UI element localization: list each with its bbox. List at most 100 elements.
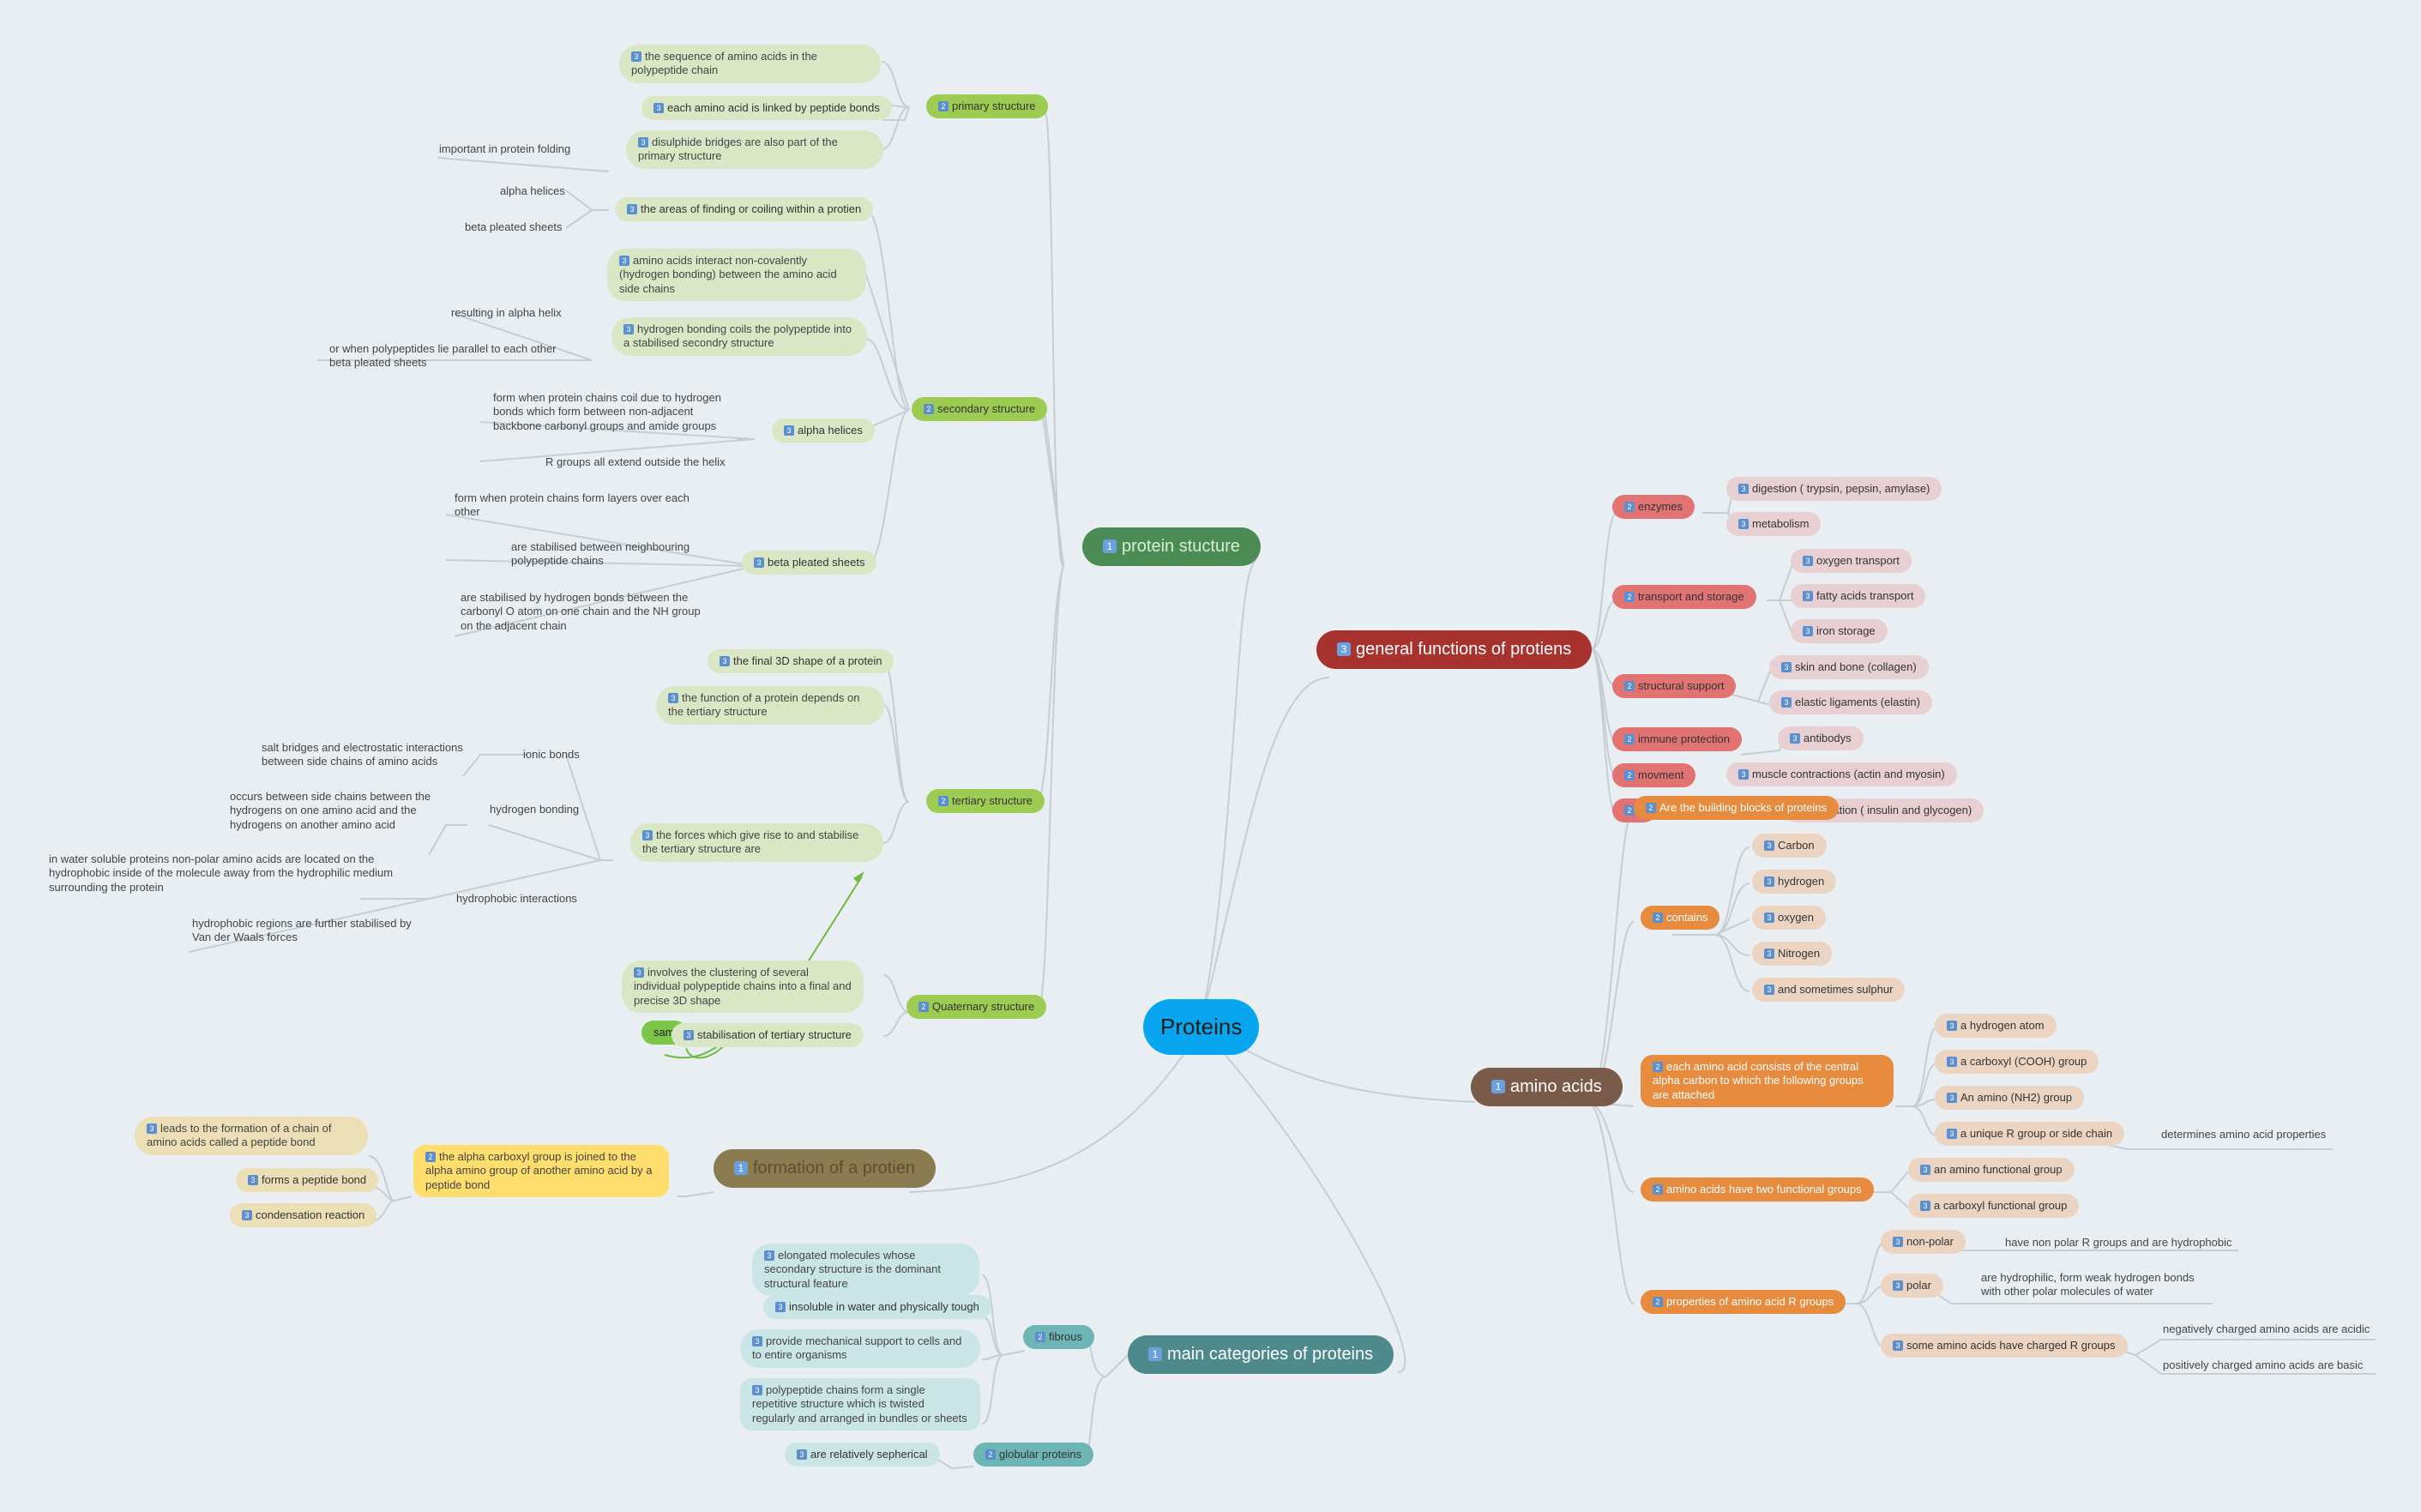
node-label: the areas of finding or coiling within a… bbox=[641, 202, 862, 215]
node-label: hydrogen bbox=[1778, 875, 1825, 888]
force-note[interactable]: occurs between side chains between the h… bbox=[230, 790, 431, 831]
force-hydrophobic[interactable]: hydrophobic interactions bbox=[456, 892, 577, 905]
rgroup-note[interactable]: negatively charged amino acids are acidi… bbox=[2163, 1322, 2370, 1335]
force-note[interactable]: salt bridges and electrostatic interacti… bbox=[262, 741, 463, 768]
primary-note[interactable]: important in protein folding bbox=[439, 142, 571, 155]
secondary-note[interactable]: or when polypeptides lie parallel to eac… bbox=[329, 342, 557, 370]
number-badge-icon: 3 bbox=[1947, 1021, 1957, 1031]
force-ionic[interactable]: ionic bonds bbox=[523, 748, 580, 761]
secondary-note[interactable]: resulting in alpha helix bbox=[451, 306, 562, 319]
node-label: Nitrogen bbox=[1778, 947, 1821, 960]
number-badge-icon: 2 bbox=[1653, 1184, 1663, 1195]
node-label: beta pleated sheets bbox=[768, 556, 865, 569]
alpha-note[interactable]: form when protein chains coil due to hyd… bbox=[493, 391, 721, 432]
rgroup-note[interactable]: have non polar R groups and are hydropho… bbox=[2005, 1236, 2232, 1249]
rgroup-note[interactable]: positively charged amino acids are basic bbox=[2163, 1358, 2364, 1371]
force-hydrogen[interactable]: hydrogen bonding bbox=[490, 803, 580, 816]
central-topic[interactable]: Proteins bbox=[1143, 999, 1260, 1055]
secondary-note[interactable]: alpha helices bbox=[500, 184, 565, 197]
r-group-note[interactable]: determines amino acid properties bbox=[2161, 1128, 2327, 1141]
number-badge-icon: 3 bbox=[631, 51, 641, 62]
force-note[interactable]: in water soluble proteins non-polar amin… bbox=[49, 852, 394, 894]
node-label: the function of a protein depends on the… bbox=[668, 691, 860, 719]
beta-note[interactable]: form when protein chains form layers ove… bbox=[455, 491, 690, 519]
number-badge-icon: 3 bbox=[1337, 642, 1351, 656]
node-label: a hydrogen atom bbox=[1960, 1019, 2045, 1032]
number-badge-icon: 2 bbox=[918, 1002, 929, 1012]
rgroup-note[interactable]: are hydrophilic, form weak hydrogen bond… bbox=[1981, 1271, 2195, 1298]
force-note[interactable]: hydrophobic regions are further stabilis… bbox=[192, 917, 412, 944]
secondary-note[interactable]: beta pleated sheets bbox=[465, 220, 563, 233]
beta-note[interactable]: are stabilised between neighbouring poly… bbox=[511, 540, 690, 568]
alpha-note[interactable]: R groups all extend outside the helix bbox=[545, 455, 726, 468]
beta-note[interactable]: are stabilised by hydrogen bonds between… bbox=[461, 591, 701, 632]
